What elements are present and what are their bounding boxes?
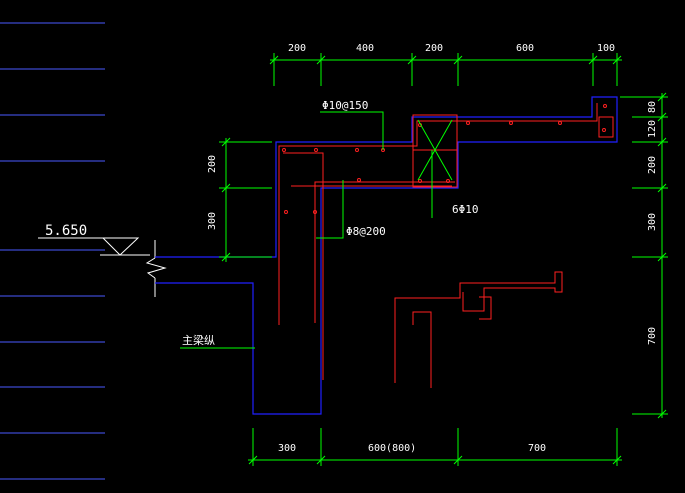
stirrup-upper-label: Φ10@150 [322,99,368,112]
bottom-dim-2: 700 [528,443,546,454]
top-dimension-chain [269,53,622,86]
left-dim-0: 200 [207,155,218,173]
joint-cross [417,119,453,181]
elevation-label: 5.650 [45,223,87,239]
top-dim-4: 100 [597,43,615,54]
left-guide-lines [0,22,105,480]
break-symbol [145,240,167,297]
top-dim-3: 600 [516,43,534,54]
bottom-dimension-chain [248,428,622,466]
left-dimension-chain [219,137,272,262]
leader-lines [180,111,433,349]
bottom-dim-1: 600(800) [368,443,416,454]
main-bar-label: 主梁纵 [182,333,215,347]
right-dim-3: 300 [647,213,658,231]
bottom-dim-0: 300 [278,443,296,454]
corner-bars-label: 6Φ10 [452,203,479,216]
right-dim-0: 80 [647,101,658,113]
right-dimension-chain [620,92,668,419]
right-dim-4: 700 [647,327,658,345]
right-dim-1: 120 [647,120,658,138]
stirrup-lower-label: Φ8@200 [346,225,386,238]
elevation-marker: 5.650 [38,223,150,256]
concrete-outline [155,96,618,415]
rebar-group [278,103,614,388]
top-dim-2: 200 [425,43,443,54]
right-dim-2: 200 [647,156,658,174]
top-dim-1: 400 [356,43,374,54]
top-dim-0: 200 [288,43,306,54]
left-dim-1: 300 [207,212,218,230]
